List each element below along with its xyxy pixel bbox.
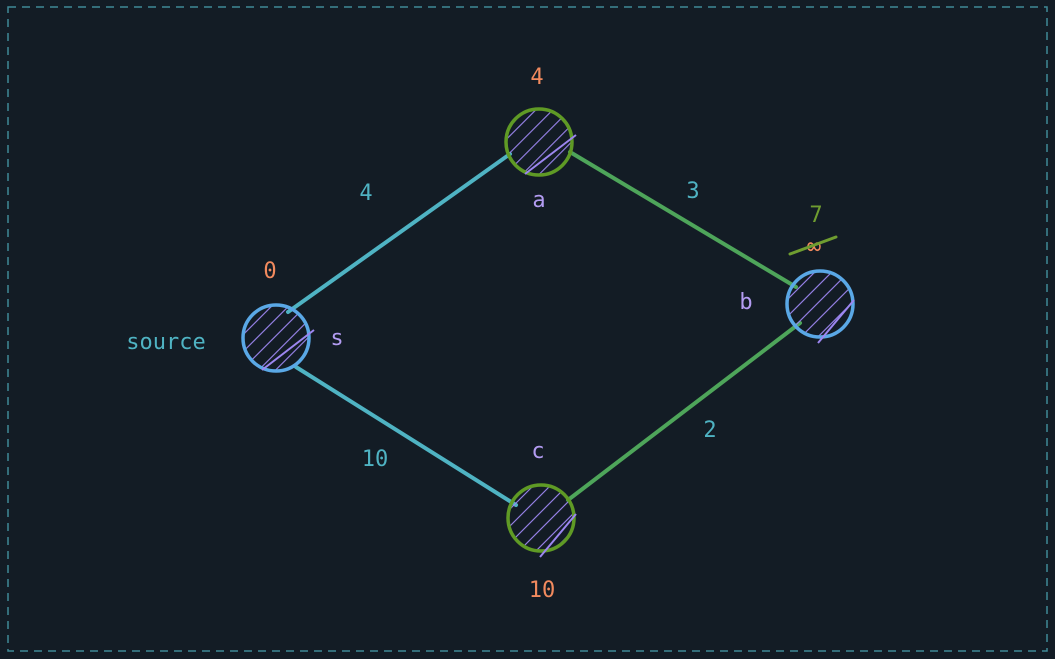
node-b [785,269,855,344]
edge-c-b [566,321,802,502]
edge-a-b [568,150,798,289]
edge-s-a [286,152,512,314]
node-label-b: b [739,290,752,315]
weight-c-b: 2 [703,418,716,443]
weight-s-a: 4 [359,181,372,206]
node-label-c: c [531,439,544,464]
distance-c: 10 [529,578,556,603]
weight-s-c: 10 [362,447,389,472]
node-a [504,107,577,177]
strike-through-b [788,235,838,256]
node-s [241,303,315,373]
distance-s: 0 [263,259,276,284]
edge-s-c [294,365,518,507]
distance-a: 4 [530,65,543,90]
frame-border [7,6,1048,652]
distance-b-new: 7 [809,203,822,228]
node-c [506,483,577,558]
weight-a-b: 3 [686,179,699,204]
node-label-s: s [330,326,343,351]
node-label-a: a [532,188,545,213]
source-label: source [126,330,205,355]
